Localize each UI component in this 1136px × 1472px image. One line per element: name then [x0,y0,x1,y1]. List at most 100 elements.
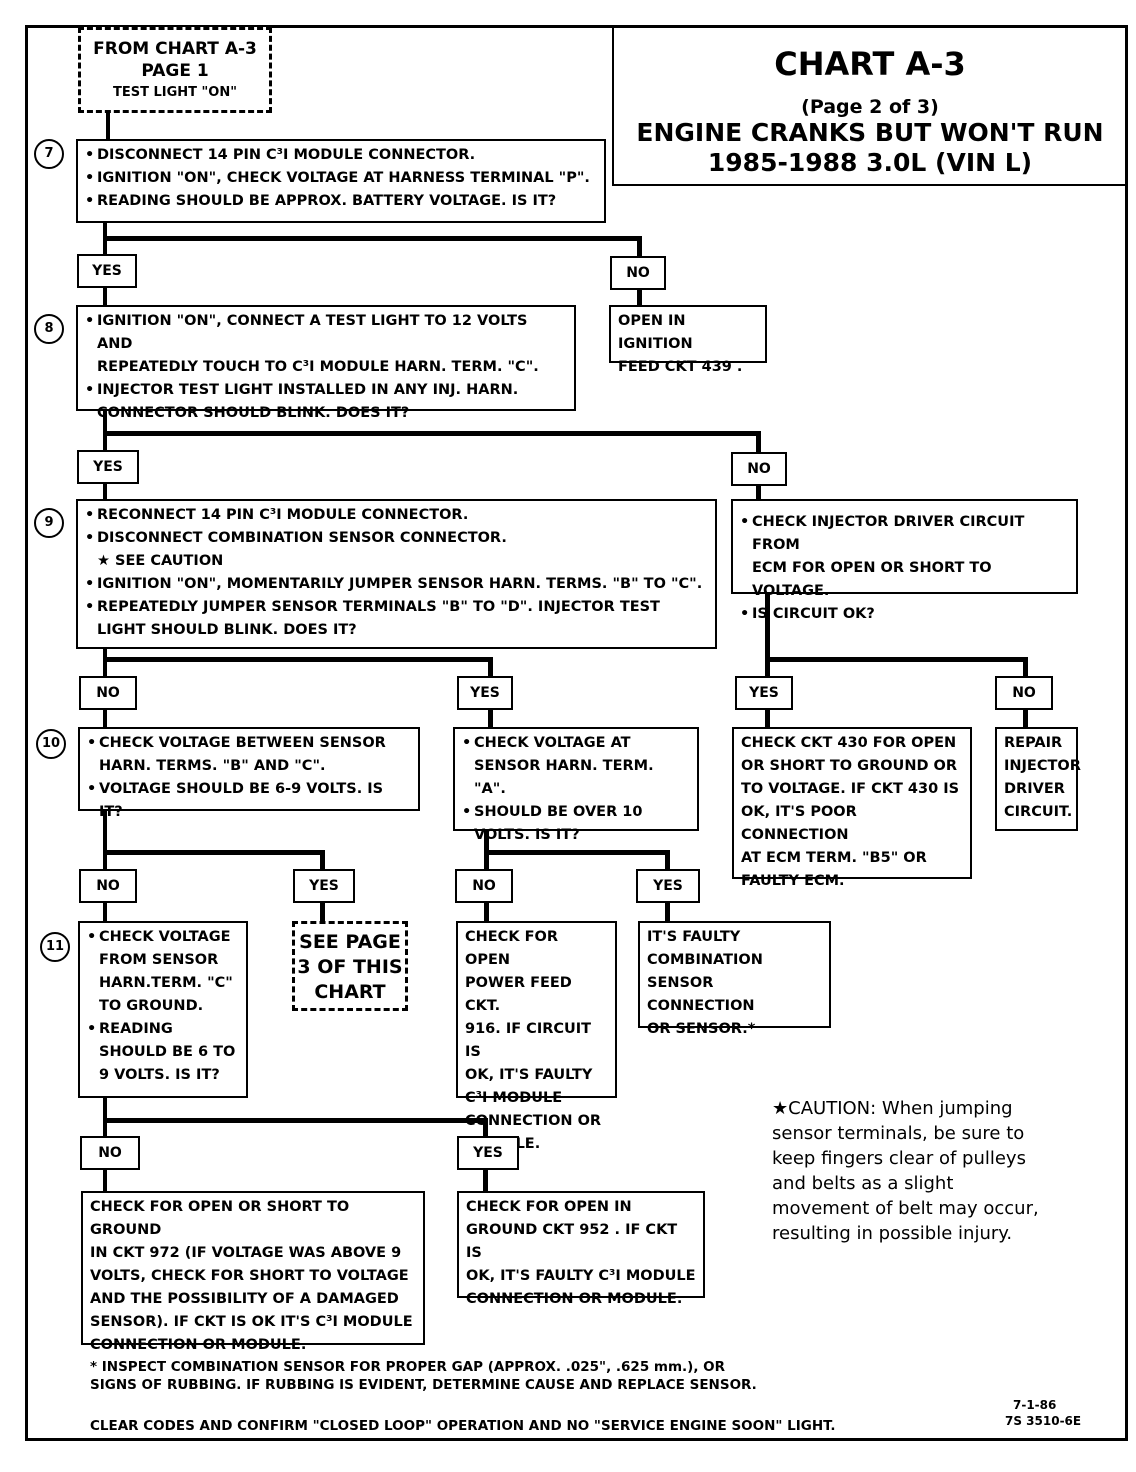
repair-line-4: CIRCUIT. [1004,804,1073,820]
faulty-sensor-line-2: COMBINATION [647,952,763,968]
step-marker-11: 11 [40,932,70,962]
see-page-line-1: SEE PAGE [299,931,401,953]
faulty-sensor-box: IT'S FAULTY COMBINATION SENSOR CONNECTIO… [638,921,831,1037]
step-11-yes-label: YES [457,1136,519,1170]
step-10-yes-label: YES [293,869,355,903]
clear-codes-note: CLEAR CODES AND CONFIRM "CLOSED LOOP" OP… [90,1418,836,1434]
sensor-a-line-2: SENSOR HARN. TERM. "A". [474,758,654,797]
faulty-sensor-line-1: IT'S FAULTY [647,929,741,945]
footnote-line-2: SIGNS OF RUBBING. IF RUBBING IS EVIDENT,… [90,1377,757,1393]
faulty-sensor-line-3: SENSOR CONNECTION [647,975,755,1014]
power-feed-line-2: POWER FEED CKT. [465,975,572,1014]
step-11-line-4: TO GROUND. [99,998,204,1014]
connector [756,431,761,453]
open-ignition-line-1: OPEN IN IGNITION [618,313,693,352]
step-8-yes-label: YES [77,450,139,484]
open-ignition-feed-box: OPEN IN IGNITION FEED CKT 439 . [609,305,767,375]
step-11-line-2: FROM SENSOR [99,952,219,968]
caution-line-5: movement of belt may occur, [772,1198,1039,1219]
connector [103,483,107,500]
step-marker-8: 8 [34,314,64,344]
connector [665,850,670,870]
caution-line-4: and belts as a slight [772,1173,954,1194]
step-9-yes-label: YES [457,676,513,710]
step-8-no-label: NO [731,452,787,486]
caution-line-1: ★CAUTION: When jumping [772,1098,1013,1119]
step-8-line-3: INJECTOR TEST LIGHT INSTALLED IN ANY INJ… [85,379,567,402]
ckt-952-line-4: CONNECTION OR MODULE. [466,1291,683,1307]
injector-driver-check-box: CHECK INJECTOR DRIVER CIRCUIT FROM ECM F… [731,499,1078,626]
ckt-972-check-box: CHECK FOR OPEN OR SHORT TO GROUND IN CKT… [81,1191,425,1353]
step-9-line-4: IGNITION "ON", MOMENTARILY JUMPER SENSOR… [85,573,708,596]
connector [103,850,325,855]
caution-line-3: keep fingers clear of pulleys [772,1148,1026,1169]
power-feed-line-1: CHECK FOR OPEN [465,929,559,968]
connector [103,902,107,922]
ckt-972-line-2: IN CKT 972 (IF VOLTAGE WAS ABOVE 9 [90,1245,402,1261]
start-from-chart-box: FROM CHART A-3 PAGE 1 TEST LIGHT "ON" [78,27,272,113]
sensor-a-line-3: SHOULD BE OVER 10 [462,801,690,824]
connector [488,657,493,677]
chart-subtitle-2: 1985-1988 3.0L (VIN L) [707,148,1033,177]
ckt-430-line-5: AT ECM TERM. "B5" OR [741,850,927,866]
connector [103,286,107,306]
connector [320,902,325,922]
connector [103,648,107,676]
repair-line-2: INJECTOR [1004,758,1081,774]
ckt-972-line-6: CONNECTION OR MODULE. [90,1337,307,1353]
chart-title-block: CHART A-3 (Page 2 of 3) ENGINE CRANKS BU… [612,26,1128,186]
step-marker-7: 7 [34,139,64,169]
connector [103,657,493,662]
step-11-no-label: NO [80,1136,140,1170]
sensor-terminal-a-check-box: CHECK VOLTAGE AT SENSOR HARN. TERM. "A".… [453,727,699,843]
ckt-972-line-1: CHECK FOR OPEN OR SHORT TO GROUND [90,1199,350,1238]
ckt-972-line-4: AND THE POSSIBILITY OF A DAMAGED [90,1291,399,1307]
step-marker-9: 9 [34,508,64,538]
step-7-line-3: READING SHOULD BE APPROX. BATTERY VOLTAG… [85,190,597,213]
step-7-no-label: NO [610,256,666,290]
ckt-430-line-6: FAULTY ECM. [741,873,845,889]
connector [103,708,107,728]
step-9-line-6: LIGHT SHOULD BLINK. DOES IT? [97,622,357,638]
step-11-line-1: CHECK VOLTAGE [87,926,239,949]
step-11-box: CHECK VOLTAGE FROM SENSOR HARN.TERM. "C"… [78,921,248,1098]
connector [637,288,642,306]
start-line-2: PAGE 1 [141,61,209,81]
power-feed-line-5: C³I MODULE [465,1090,563,1106]
ckt-430-check-box: CHECK CKT 430 FOR OPEN OR SHORT TO GROUN… [732,727,972,889]
step-11-line-3: HARN.TERM. "C" [99,975,233,991]
connector [637,236,642,256]
connector [103,1097,107,1137]
connector [103,1118,488,1123]
see-page-line-3: CHART [314,981,386,1003]
see-page-line-2: 3 OF THIS [297,956,403,978]
injector-driver-line-2: ECM FOR OPEN OR SHORT TO VOLTAGE. [752,560,992,599]
connector [103,431,760,436]
repair-line-1: REPAIR [1004,735,1063,751]
document-code: 7S 3510-6E [1005,1414,1082,1428]
step-9-caution-ref: ★ SEE CAUTION [97,553,224,569]
connector [320,850,325,870]
power-feed-line-3: 916. IF CIRCUIT IS [465,1021,592,1060]
ckt-430-line-2: OR SHORT TO GROUND OR [741,758,958,774]
repair-line-3: DRIVER [1004,781,1065,797]
step-9-box: RECONNECT 14 PIN C³I MODULE CONNECTOR. D… [76,499,717,649]
connector [1023,657,1028,677]
ckt-952-line-1: CHECK FOR OPEN IN [466,1199,632,1215]
step-7-line-2: IGNITION "ON", CHECK VOLTAGE AT HARNESS … [85,167,597,190]
connector [765,657,1028,662]
step-10-line-2: HARN. TERMS. "B" AND "C". [99,758,326,774]
connector [1023,708,1028,728]
footnote-line-1: * INSPECT COMBINATION SENSOR FOR PROPER … [90,1359,726,1375]
caution-line-6: resulting in possible injury. [772,1223,1013,1244]
footnote-sensor-gap: * INSPECT COMBINATION SENSOR FOR PROPER … [90,1358,890,1394]
connector [765,708,770,728]
ckt-972-line-5: SENSOR). IF CKT IS OK IT'S C³I MODULE [90,1314,413,1330]
step-7-box: DISCONNECT 14 PIN C³I MODULE CONNECTOR. … [76,139,606,223]
ckt-972-line-3: VOLTS, CHECK FOR SHORT TO VOLTAGE [90,1268,409,1284]
power-feed-line-6: CONNECTION OR [465,1113,602,1129]
injector-circuit-yes-label: YES [735,676,793,710]
step-7-line-1: DISCONNECT 14 PIN C³I MODULE CONNECTOR. [85,144,597,167]
connector [106,112,110,140]
connector [484,850,670,855]
